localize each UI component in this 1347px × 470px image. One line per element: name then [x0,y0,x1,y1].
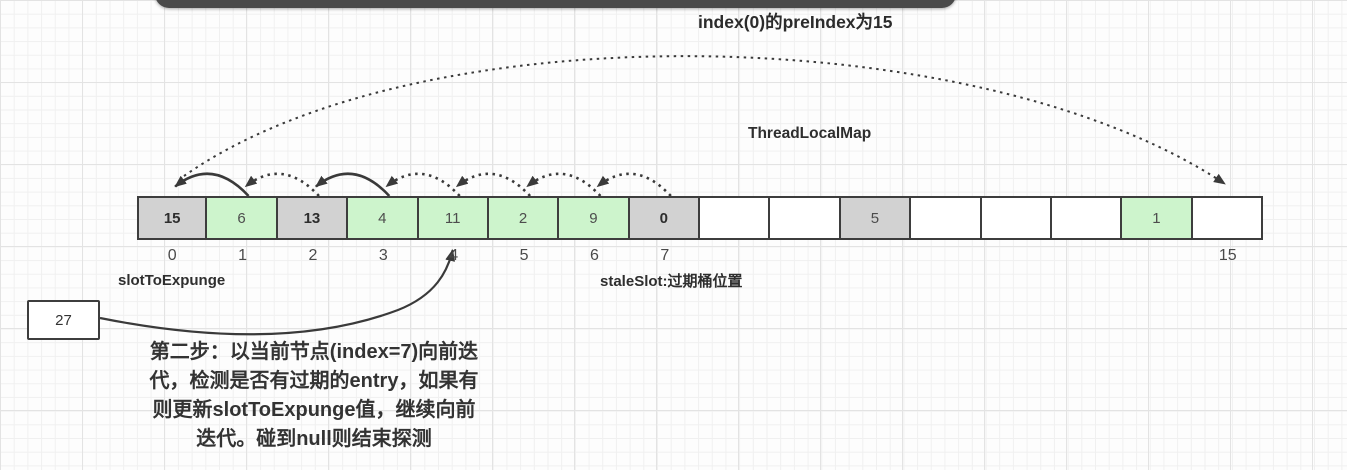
index-label-2: 2 [308,247,318,264]
pair-arc-4-to-3 [385,172,461,197]
array-cell-10: 5 [838,196,912,240]
wrap-arc-caption: index(0)的preIndex为15 [698,12,893,32]
array-cell-15 [1190,196,1263,240]
index-label-6: 6 [589,247,599,264]
top-bar-shape [155,0,956,8]
index-label-1: 1 [238,247,248,264]
array-cell-1: 6 [205,196,278,240]
pair-arc-1-to-0 [174,172,250,197]
index-label-15: 15 [1218,247,1237,264]
step-description-line: 则更新slotToExpunge值，继续向前 [152,399,476,421]
step-description-line: 代，检测是否有过期的entry，如果有 [149,370,479,392]
step-description-line: 迭代。碰到null则结束探测 [196,428,432,450]
array-cell-4: 11 [416,196,489,240]
array-cell-3: 4 [346,196,419,240]
index-label-4: 4 [449,247,459,264]
index-label-0: 0 [167,247,177,264]
array-cell-2: 13 [275,196,349,240]
index-label-5: 5 [519,247,529,264]
array-cell-0: 15 [137,196,208,240]
array-cell-11 [909,196,982,240]
array-cell-7: 0 [627,196,700,240]
array-cell-5: 2 [486,196,560,240]
value-box: 27 [27,300,100,340]
pair-arc-7-to-6 [596,172,672,197]
slot-to-expunge-label: slotToExpunge [118,272,226,289]
stale-slot-label: staleSlot:过期桶位置 [600,273,743,290]
pair-arc-5-to-4 [455,172,532,197]
wrap-arc-0-to-15 [183,55,1226,185]
step-description-line: 第二步：以当前节点(index=7)向前迭 [149,341,479,363]
array-cell-14: 1 [1120,196,1193,240]
pair-arc-3-to-2 [315,172,391,197]
array-cell-8 [698,196,771,240]
array-cell-9 [768,196,841,240]
pair-arc-6-to-5 [526,172,602,197]
step-description: 第二步：以当前节点(index=7)向前迭代，检测是否有过期的entry，如果有… [108,338,520,454]
array-cell-6: 9 [557,196,630,240]
array-cell-13 [1049,196,1123,240]
array-cell-12 [979,196,1052,240]
threadlocalmap-label: ThreadLocalMap [748,125,872,142]
index-label-7: 7 [660,247,670,264]
index-label-3: 3 [378,247,388,264]
pair-arc-2-to-1 [244,172,320,197]
value-box-text: 27 [55,311,72,329]
